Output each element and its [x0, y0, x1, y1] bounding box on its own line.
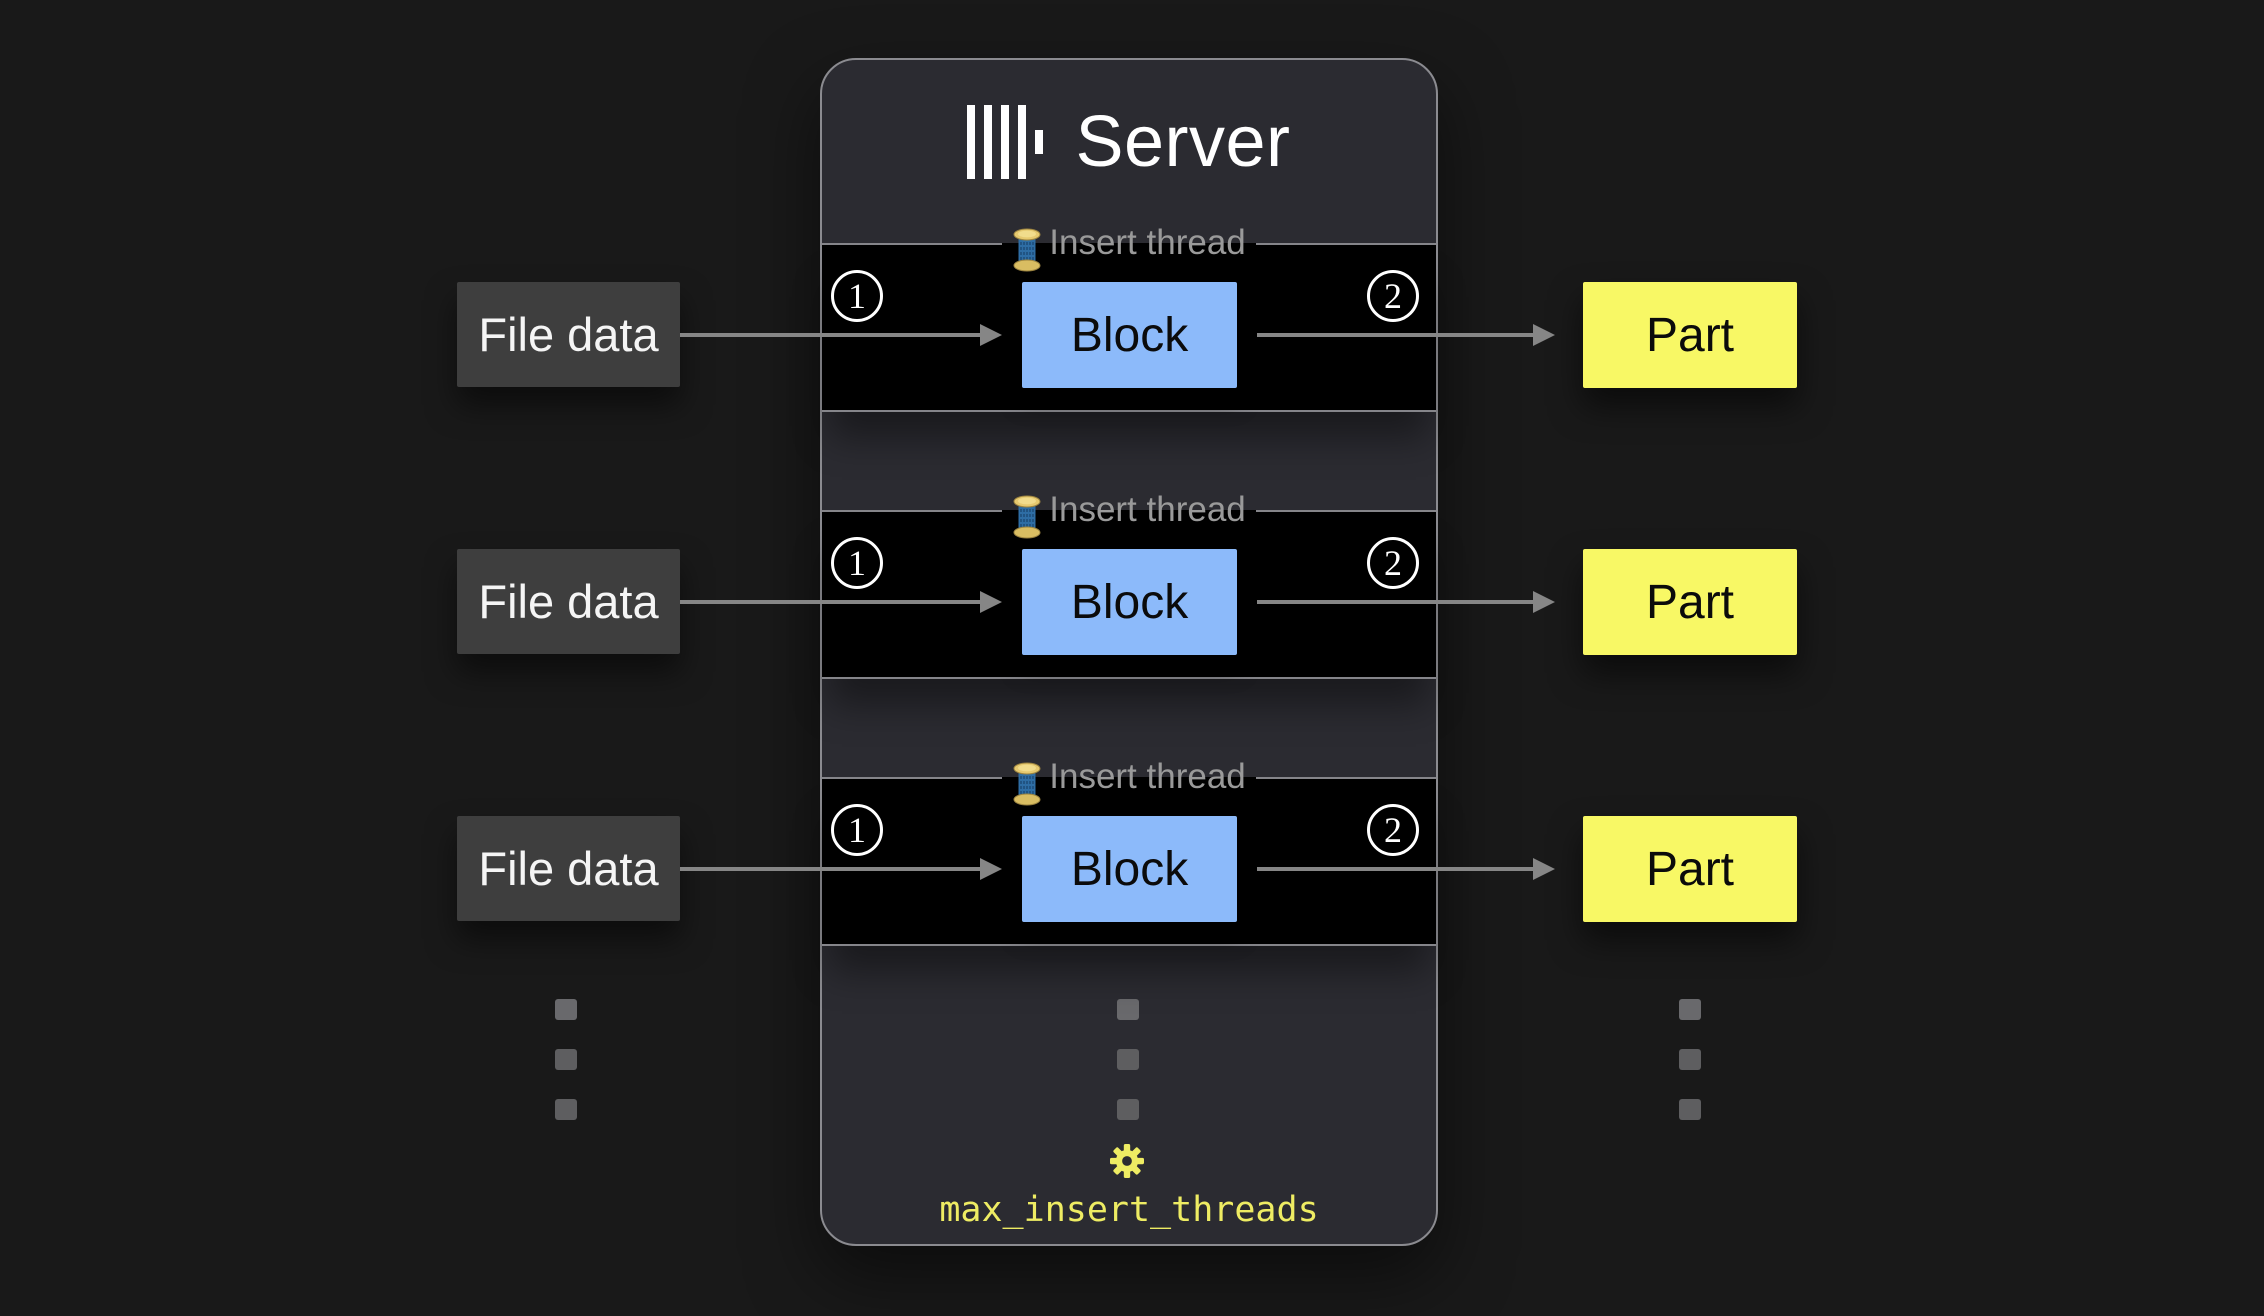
- insert-thread-label: Insert thread: [822, 220, 1436, 272]
- arrow-file-to-block: [680, 333, 980, 337]
- block-label: Block: [1070, 842, 1189, 896]
- insert-thread-label: Insert thread: [822, 754, 1436, 806]
- max-insert-threads-setting: max_insert_threads: [939, 1190, 1319, 1230]
- step-number: 2: [1384, 276, 1402, 316]
- server-title: Server: [822, 100, 1436, 184]
- ellipsis-dot: [1117, 999, 1139, 1020]
- part-label: Part: [1645, 308, 1735, 362]
- step-number: 1: [848, 543, 866, 583]
- pipeline-row: Insert thread 1 2 File data Block Part: [0, 220, 2264, 412]
- arrow-head-icon: [980, 591, 1002, 613]
- logo-bar-short: [1035, 130, 1044, 154]
- block-label: Block: [1070, 575, 1189, 629]
- logo-bar: [984, 105, 993, 179]
- part-box: Part: [1583, 816, 1797, 922]
- part-box: Part: [1583, 282, 1797, 388]
- step-number: 2: [1384, 810, 1402, 850]
- vertical-ellipsis-dots: [555, 999, 577, 1120]
- logo-bar: [1018, 105, 1027, 179]
- file-data-box: File data: [457, 816, 680, 921]
- gear-icon: [1110, 1144, 1144, 1178]
- insert-thread-label: Insert thread: [822, 487, 1436, 539]
- ellipsis-dot: [1679, 999, 1701, 1020]
- step-badge-1: 1: [831, 270, 883, 322]
- arrow-file-to-block: [680, 600, 980, 604]
- ellipsis-dot: [555, 999, 577, 1020]
- thread-spool-icon: [1013, 495, 1041, 539]
- ellipsis-dot: [1117, 1049, 1139, 1070]
- arrow-head-icon: [980, 324, 1002, 346]
- step-badge-2: 2: [1367, 270, 1419, 322]
- arrow-head-icon: [1533, 858, 1555, 880]
- arrow-block-to-part: [1257, 333, 1533, 337]
- part-label: Part: [1645, 842, 1735, 896]
- ellipsis-dot: [1679, 1049, 1701, 1070]
- arrow-block-to-part: [1257, 600, 1533, 604]
- file-data-box: File data: [457, 282, 680, 387]
- step-badge-2: 2: [1367, 804, 1419, 856]
- arrow-block-to-part: [1257, 867, 1533, 871]
- insert-thread-text: Insert thread: [1049, 757, 1246, 796]
- arrow-head-icon: [980, 858, 1002, 880]
- step-badge-1: 1: [831, 537, 883, 589]
- ellipsis-dot: [1117, 1099, 1139, 1120]
- ellipsis-dot: [555, 1099, 577, 1120]
- block-label: Block: [1070, 308, 1189, 362]
- part-box: Part: [1583, 549, 1797, 655]
- insert-thread-text: Insert thread: [1049, 490, 1246, 529]
- server-title-label: Server: [1075, 102, 1291, 182]
- clickhouse-bars-logo-icon: [967, 105, 1044, 179]
- insert-thread-text: Insert thread: [1049, 223, 1246, 262]
- step-number: 1: [848, 276, 866, 316]
- step-number: 2: [1384, 543, 1402, 583]
- logo-bar: [967, 105, 976, 179]
- step-badge-2: 2: [1367, 537, 1419, 589]
- block-box: Block: [1022, 549, 1237, 655]
- step-badge-1: 1: [831, 804, 883, 856]
- part-label: Part: [1645, 575, 1735, 629]
- arrow-head-icon: [1533, 324, 1555, 346]
- thread-spool-icon: [1013, 762, 1041, 806]
- arrow-file-to-block: [680, 867, 980, 871]
- logo-bar: [1001, 105, 1010, 179]
- pipeline-row: Insert thread 1 2 File data Block Part: [0, 754, 2264, 946]
- block-box: Block: [1022, 282, 1237, 388]
- vertical-ellipsis-dots: [1117, 999, 1139, 1120]
- pipeline-row: Insert thread 1 2 File data Block Part: [0, 487, 2264, 679]
- arrow-head-icon: [1533, 591, 1555, 613]
- file-data-label: File data: [478, 308, 659, 361]
- file-data-label: File data: [478, 575, 659, 628]
- file-data-label: File data: [478, 842, 659, 895]
- step-number: 1: [848, 810, 866, 850]
- ellipsis-dot: [555, 1049, 577, 1070]
- file-data-box: File data: [457, 549, 680, 654]
- block-box: Block: [1022, 816, 1237, 922]
- thread-spool-icon: [1013, 228, 1041, 272]
- vertical-ellipsis-dots: [1679, 999, 1701, 1120]
- ellipsis-dot: [1679, 1099, 1701, 1120]
